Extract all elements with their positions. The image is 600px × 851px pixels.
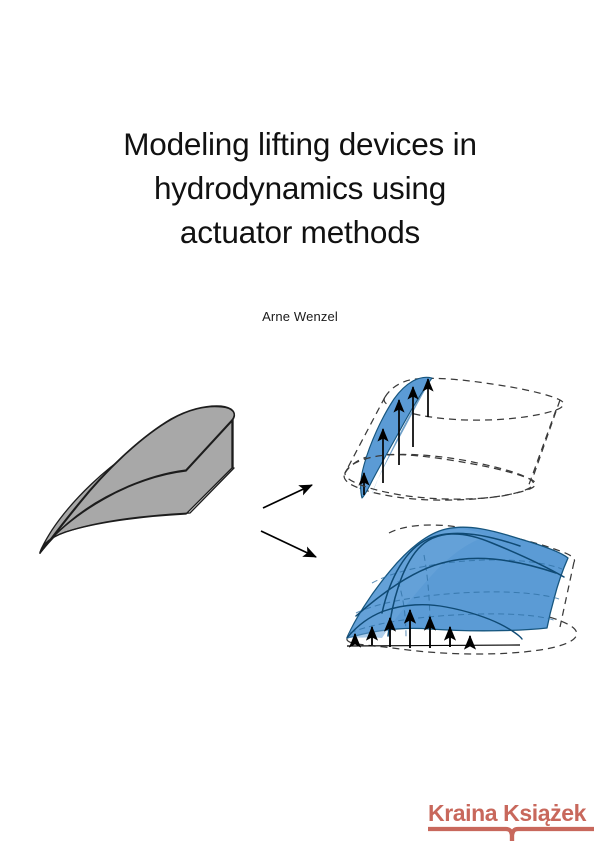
figure-connectors — [260, 484, 317, 558]
actuator-surface-camber-curves — [355, 532, 565, 637]
figure-panel-actuator-line — [343, 376, 565, 501]
watermark-text: Kraina Książek — [428, 800, 587, 826]
author-name: Arne Wenzel — [262, 309, 338, 324]
actuator-surface-baseline — [346, 644, 521, 647]
open-book-icon — [428, 826, 594, 841]
wireframe-back-edge — [526, 409, 557, 491]
wireframe-left-edge — [344, 396, 386, 474]
foil-nose-curve — [39, 467, 235, 554]
figure-panel-actuator-surface — [346, 524, 578, 655]
actuator-line-force-arrows — [358, 377, 434, 495]
title-line-1: Modeling lifting devices in — [123, 126, 477, 162]
arrow-to-actuator-line — [262, 484, 313, 509]
title-line-2: hydrodynamics using — [153, 170, 447, 206]
actuator-surface-force-arrows — [348, 608, 477, 650]
cover-figure — [0, 355, 600, 695]
page-title: Modeling lifting devices in hydrodynamic… — [50, 122, 550, 254]
foil-tip-edge — [39, 405, 235, 554]
foil-upper-edge — [39, 419, 233, 554]
actuator-surface-leading-edge — [346, 603, 523, 640]
title-line-3: actuator methods — [179, 214, 421, 250]
author-block: Arne Wenzel — [50, 308, 550, 326]
publisher-watermark: Kraina Książek — [422, 795, 600, 851]
arrow-to-actuator-surface — [260, 530, 317, 558]
surface-wireframe-planform — [346, 602, 578, 655]
wireframe-near-airfoil-section — [344, 453, 535, 500]
figure-panel-source-foil — [39, 405, 236, 554]
